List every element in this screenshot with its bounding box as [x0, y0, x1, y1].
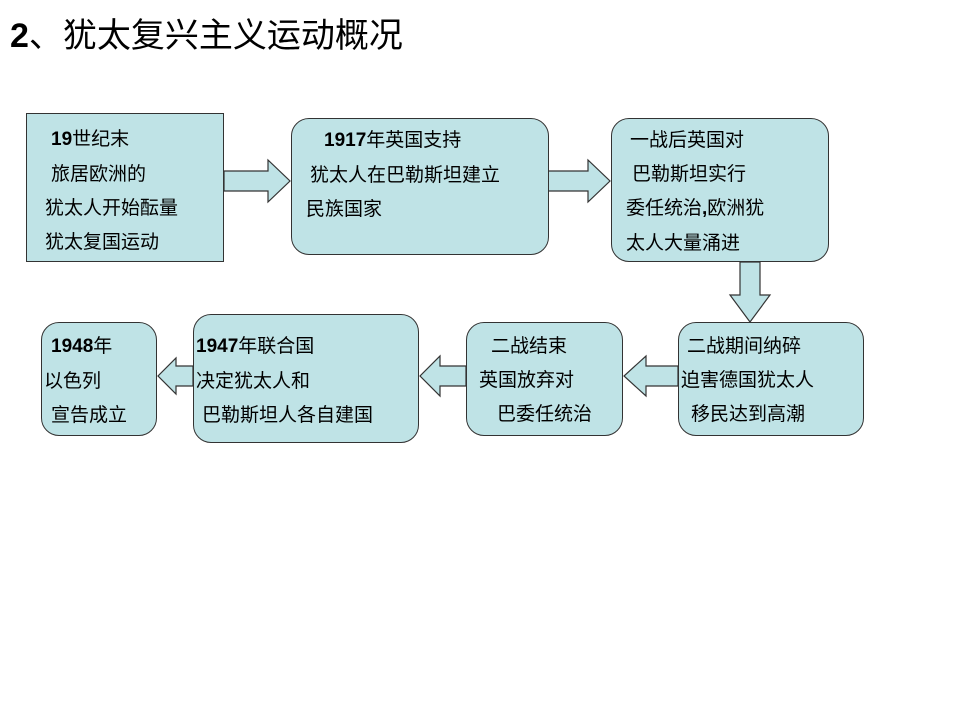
arrow-left-1	[623, 354, 679, 398]
box-line: 民族国家	[306, 198, 383, 220]
box-line: 犹太人开始酝量	[45, 197, 179, 219]
flow-box-1: 19世纪末 旅居欧洲的 犹太人开始酝量 犹太复国运动	[26, 113, 224, 262]
box-line: 19世纪末	[51, 128, 130, 150]
box-line: 犹太人在巴勒斯坦建立	[310, 164, 501, 186]
arrow-down	[728, 261, 772, 324]
flow-box-7: 1948年 以色列 宣告成立	[41, 322, 157, 436]
box-line: 迫害德国犹太人	[681, 369, 815, 391]
box-line: 犹太复国运动	[45, 231, 160, 253]
box-line: 英国放弃对	[479, 369, 575, 391]
box-line: 二战结束	[491, 335, 568, 357]
flow-box-3: 一战后英国对 巴勒斯坦实行 委任统治,欧洲犹 太人大量涌进	[611, 118, 829, 262]
flow-box-4: 二战期间纳碎 迫害德国犹太人 移民达到高潮	[678, 322, 864, 436]
box-line: 宣告成立	[51, 404, 128, 426]
box-line: 巴委任统治	[497, 403, 593, 425]
box-line: 1917年英国支持	[324, 129, 462, 151]
arrow-left-3	[157, 356, 194, 396]
title-text: 、犹太复兴主义运动概况	[28, 16, 403, 56]
flow-box-6: 1947年联合国 决定犹太人和 巴勒斯坦人各自建国	[193, 314, 419, 443]
box-line: 1947年联合国	[196, 335, 315, 357]
box-line: 以色列	[44, 370, 102, 392]
flow-box-5: 二战结束 英国放弃对 巴委任统治	[466, 322, 623, 436]
box-line: 巴勒斯坦实行	[632, 163, 747, 185]
page-title: 2、犹太复兴主义运动概况	[10, 8, 403, 57]
box-line: 一战后英国对	[630, 129, 745, 151]
box-line: 巴勒斯坦人各自建国	[202, 404, 374, 426]
box-line: 太人大量涌进	[626, 232, 741, 254]
box-line: 1948年	[51, 335, 113, 357]
arrow-right-1	[223, 158, 291, 204]
arrow-right-2	[547, 158, 611, 204]
arrow-left-2	[419, 354, 467, 398]
flow-box-2: 1917年英国支持 犹太人在巴勒斯坦建立 民族国家	[291, 118, 549, 255]
box-line: 委任统治,欧洲犹	[626, 197, 765, 219]
box-line: 二战期间纳碎	[687, 335, 802, 357]
title-number: 2	[10, 17, 29, 55]
box-line: 决定犹太人和	[196, 370, 311, 392]
box-line: 旅居欧洲的	[51, 163, 147, 185]
box-line: 移民达到高潮	[691, 403, 806, 425]
